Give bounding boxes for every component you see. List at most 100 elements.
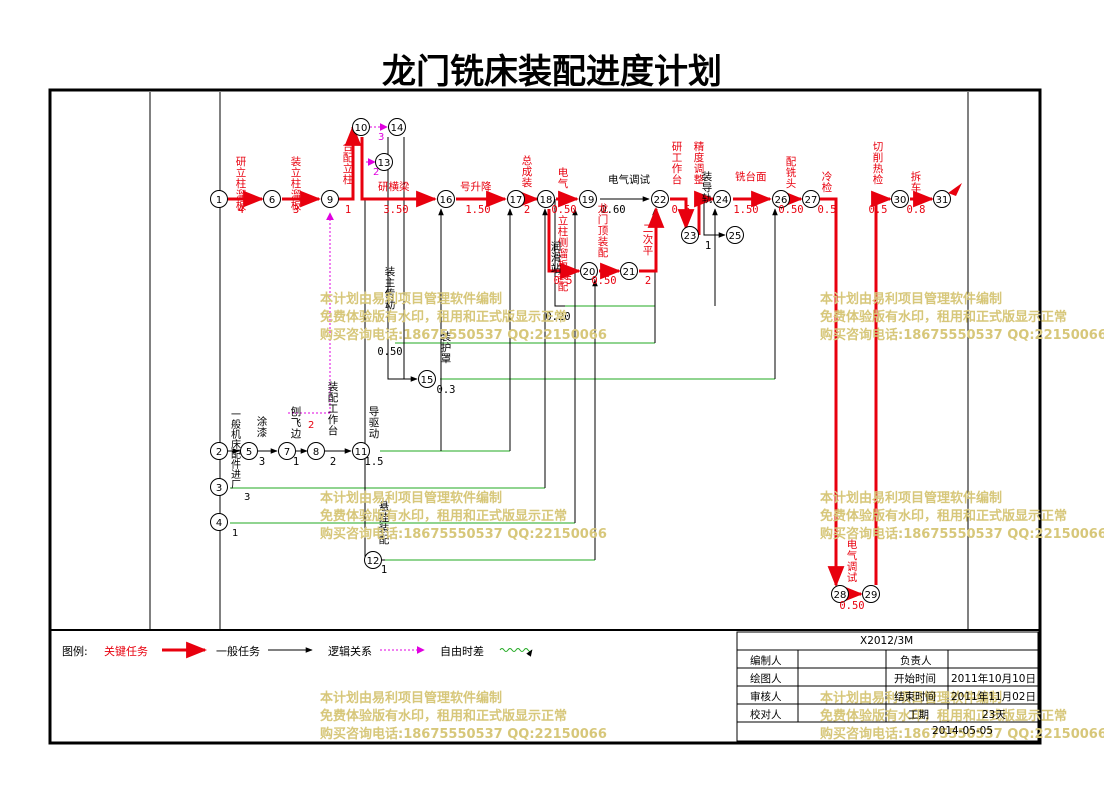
event-node-number: 22	[654, 195, 667, 206]
task-duration-label: 3	[259, 456, 265, 468]
legend-logic-label: 逻辑关系	[328, 645, 372, 658]
event-node-number: 5	[246, 447, 252, 458]
event-node-number: 20	[583, 267, 596, 278]
task-name-label: 涂漆	[257, 415, 268, 439]
event-node: 31	[933, 190, 951, 208]
event-node: 2	[210, 442, 228, 460]
task-name-label: 装主传动	[385, 265, 396, 311]
task-duration-label: 2	[524, 204, 530, 216]
task-name-label: 刨飞边	[291, 405, 302, 440]
event-node-number: 17	[510, 195, 523, 206]
watermark-line: 本计划由易利项目管理软件编制	[320, 491, 503, 506]
event-node: 28	[831, 585, 849, 603]
event-node: 7	[278, 442, 296, 460]
duration-label: 工期	[908, 709, 929, 721]
extra-label: 2	[308, 420, 314, 431]
legend-heading: 图例:	[62, 645, 88, 658]
event-node-number: 16	[440, 195, 453, 206]
event-node-circle	[210, 190, 228, 208]
task-name-label: 二次平	[643, 223, 654, 257]
event-node-circle	[726, 226, 744, 244]
task-name-label: 装导轨	[702, 170, 713, 205]
event-node: 17	[507, 190, 525, 208]
task-duration-label: 1	[293, 456, 299, 468]
task-duration-label: 0.50	[778, 204, 803, 216]
watermark-line: 本计划由易利项目管理软件编制	[820, 292, 1003, 307]
event-node: 29	[862, 585, 880, 603]
task-duration-label: 0.5	[869, 204, 888, 216]
task-name-label: 精度调整	[694, 140, 705, 186]
start-time-value: 2011年10月10日	[951, 673, 1036, 685]
event-node-circle	[891, 190, 909, 208]
watermark: 本计划由易利项目管理软件编制 免费体验版有水印，租用和正式版显示正常 购买咨询电…	[320, 490, 607, 544]
free-float-arrows	[288, 123, 388, 414]
task-duration-label: 0.50	[377, 346, 402, 358]
event-node-number: 14	[391, 123, 404, 134]
task-duration-label: 0.5	[818, 204, 837, 216]
event-node-number: 23	[684, 231, 697, 242]
event-node-circle	[210, 442, 228, 460]
event-node-number: 10	[355, 123, 368, 134]
event-node-number: 28	[834, 590, 847, 601]
event-node: 26	[772, 190, 790, 208]
task-duration-label: 1.5	[365, 456, 384, 468]
event-node: 8	[307, 442, 325, 460]
task-name-label: 龙门顶装配	[598, 202, 609, 259]
extra-label: 2	[373, 167, 379, 178]
event-node: 16	[437, 190, 455, 208]
event-node-number: 13	[378, 158, 391, 169]
event-node-number: 30	[894, 195, 907, 206]
event-node-circle	[278, 442, 296, 460]
task-name-label: 立柱侧溜板装配	[558, 214, 569, 293]
checker-label: 校对人	[750, 709, 782, 721]
event-node: 14	[388, 118, 406, 136]
event-node: 1	[210, 190, 228, 208]
task-duration-label: 1	[381, 564, 387, 576]
task-name-label: 电气	[558, 166, 569, 190]
task-name-label: 研立柱溜板	[236, 156, 247, 212]
watermark: 本计划由易利项目管理软件编制 免费体验版有水印，租用和正式版显示正常 购买咨询电…	[820, 490, 1104, 544]
event-node-number: 11	[355, 447, 368, 458]
event-node: 30	[891, 190, 909, 208]
event-node: 3	[210, 478, 228, 496]
extra-label: 3	[378, 132, 384, 143]
critical-arrows	[228, 124, 935, 603]
task-name-label: 装配工作台	[328, 380, 339, 437]
watermark-line: 免费体验版有水印，租用和正式版显示正常	[820, 509, 1068, 524]
task-name-label: 悬挂装配	[379, 501, 390, 546]
event-node-number: 27	[805, 195, 818, 206]
event-node-circle	[437, 190, 455, 208]
event-node-number: 24	[716, 195, 729, 206]
page-title: 龙门铣床装配进度计划	[382, 52, 722, 92]
task-name-label: 号升降	[460, 180, 492, 193]
duration-value: 23天	[982, 709, 1006, 721]
event-node: 18	[537, 190, 555, 208]
task-name-label: 总成装	[522, 154, 533, 189]
start-time-label: 开始时间	[894, 673, 936, 685]
task-name-label: 导驱动	[369, 406, 380, 440]
task-duration-label: 2	[645, 275, 651, 287]
event-node-number: 25	[729, 231, 742, 242]
event-node-circle	[862, 585, 880, 603]
task-duration-label: 0.60	[600, 204, 625, 216]
event-node-circle	[240, 442, 258, 460]
event-node-circle	[651, 190, 669, 208]
title-block-grid	[736, 631, 1039, 742]
event-node-number: 3	[216, 483, 222, 494]
task-duration-label: 0.8	[907, 204, 926, 216]
event-node-circle	[352, 118, 370, 136]
event-node-circle	[507, 190, 525, 208]
task-name-label: 铣台面	[735, 170, 767, 183]
event-node-circle	[537, 190, 555, 208]
event-node: 4	[210, 513, 228, 531]
event-node-circle	[620, 262, 638, 280]
task-duration-label: 0.50	[839, 600, 864, 612]
event-node-number: 1	[216, 195, 222, 206]
project-code: X2012/3M	[860, 635, 914, 647]
task-duration-label: 0.5	[672, 204, 691, 216]
extra-label: 3	[244, 492, 250, 503]
watermark-line: 免费体验版有水印，租用和正式版显示正常	[820, 709, 1068, 724]
outer-frame	[48, 88, 1042, 745]
event-node-circle	[580, 262, 598, 280]
task-name-label: 装立柱溜板	[291, 155, 302, 212]
